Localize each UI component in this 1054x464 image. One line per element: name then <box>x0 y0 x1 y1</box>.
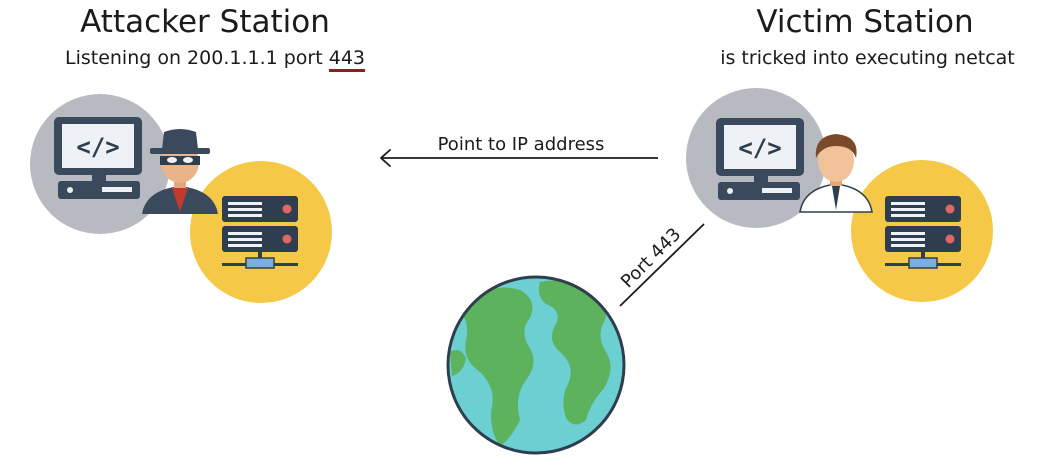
victim-station-group: </> <box>686 88 993 302</box>
server-icon <box>222 196 298 269</box>
victim-station-subtitle: is tricked into executing netcat <box>720 47 1015 69</box>
businessman-icon <box>799 134 873 213</box>
computer-code-icon: </> <box>716 118 804 200</box>
svg-text:</>: </> <box>76 133 119 161</box>
attacker-station-group: </> <box>30 94 332 303</box>
computer-code-icon: </> <box>54 117 142 199</box>
attacker-station-subtitle: Listening on 200.1.1.1 port 443 <box>30 46 400 72</box>
port-label: Port 443 <box>617 224 685 292</box>
listening-text: Listening on 200.1.1.1 port <box>64 47 329 69</box>
svg-text:</>: </> <box>738 134 781 162</box>
port-number-underlined: 443 <box>328 47 365 72</box>
server-icon <box>885 196 961 269</box>
arrow-label: Point to IP address <box>438 134 605 155</box>
victim-station-title: Victim Station <box>756 4 974 40</box>
attacker-station-title: Attacker Station <box>80 4 330 40</box>
hacker-icon <box>142 129 218 214</box>
arrow-left-icon <box>380 149 658 167</box>
globe-icon <box>446 275 626 455</box>
port-connection-line <box>619 223 705 307</box>
